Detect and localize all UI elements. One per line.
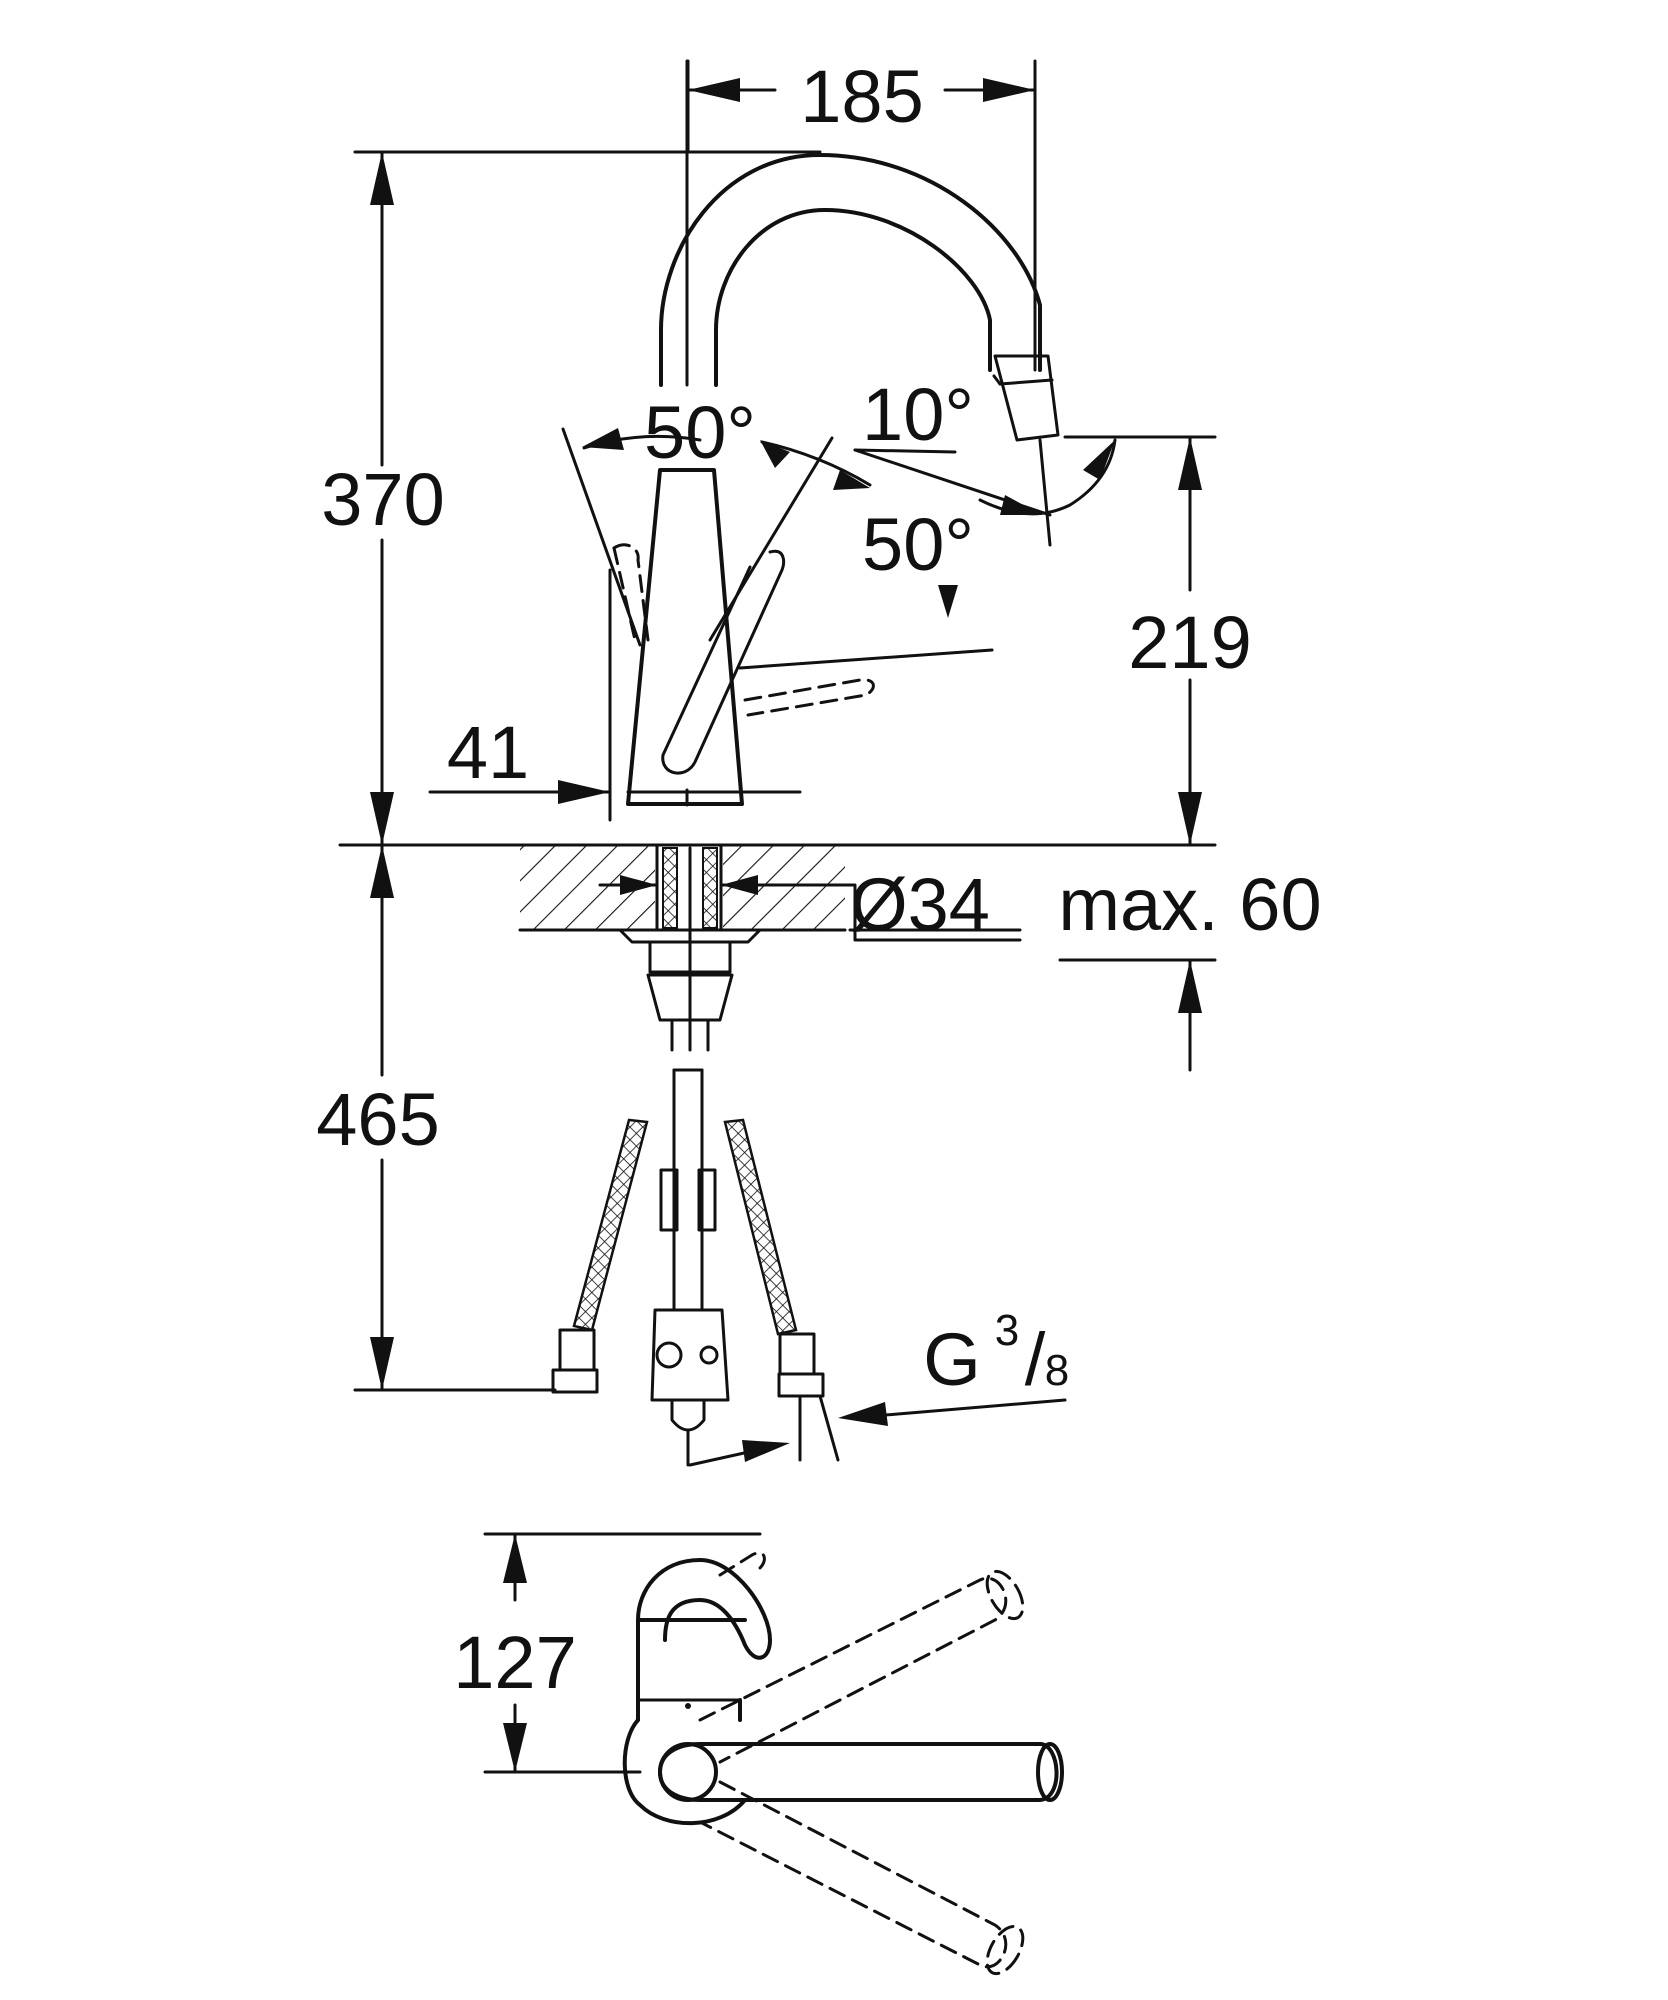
- dimension-185: 185: [800, 55, 923, 138]
- thread-denominator: 8: [1045, 1346, 1069, 1395]
- dimension-127: 127: [453, 1621, 576, 1704]
- dimension-370: 370: [321, 458, 444, 541]
- countertop: [518, 843, 847, 1052]
- thread-slash: /: [1025, 1318, 1046, 1401]
- angle-left-label: 50°: [644, 391, 756, 474]
- hoses: [551, 1068, 840, 1467]
- thread-label-g: G: [923, 1318, 981, 1401]
- thread-numerator: 3: [995, 1306, 1019, 1355]
- dimension-465: 465: [316, 1078, 439, 1161]
- faucet-top-view-icon: [622, 1551, 1064, 1976]
- angle-spout-label: 10°: [862, 373, 974, 456]
- dimension-219: 219: [1128, 601, 1251, 684]
- dimension-lines: [338, 59, 1217, 1774]
- hole-diameter-label: Ø34: [850, 863, 990, 946]
- dimension-41: 41: [447, 711, 529, 794]
- angle-right-label: 50°: [862, 503, 974, 586]
- max-thickness-label: max. 60: [1058, 863, 1321, 946]
